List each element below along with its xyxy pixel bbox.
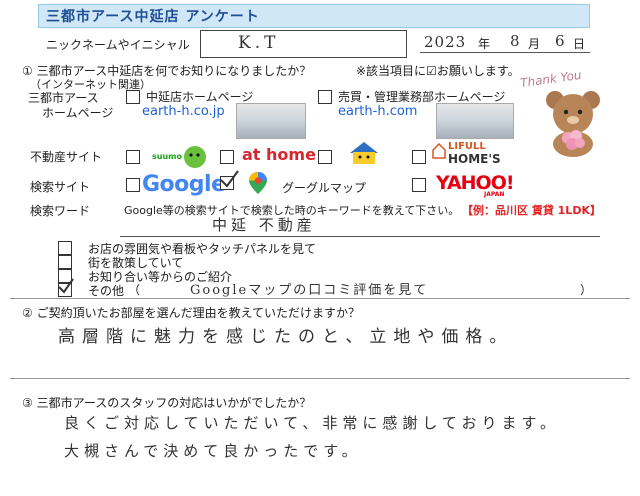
date-month-label: 月 [528, 37, 541, 51]
checkbox-suumo[interactable] [126, 150, 140, 164]
checkbox-google-maps[interactable] [220, 176, 234, 190]
q2-question: ② ご契約頂いたお部屋を選んだ理由を教えていただけますか？ [22, 306, 360, 320]
checkbox-referral[interactable] [58, 269, 72, 283]
keyword-value: 中延 不動産 [212, 216, 316, 234]
google-logo: Google [142, 172, 226, 197]
house-mascot-icon [350, 142, 378, 164]
sales-homepage-url: earth-h.com [338, 104, 418, 119]
date-day: 6 [555, 32, 569, 50]
q1-subtitle: （インターネット関連） [30, 78, 151, 91]
option-walking: 街を散策していて [88, 256, 184, 270]
checkbox-nakanobu-homepage[interactable] [126, 90, 140, 104]
checkbox-walking[interactable] [58, 255, 72, 269]
q2-answer: 高層階に魅力を感じたのと、立地や価格。 [58, 327, 514, 347]
checkbox-sales-homepage[interactable] [318, 90, 332, 104]
checkbox-athome[interactable] [220, 150, 234, 164]
survey-title: 三都市アース中延店 アンケート [46, 9, 260, 25]
suumo-mascot-icon [184, 146, 206, 168]
option-other: その他 [88, 284, 125, 298]
estate-sites-label: 不動産サイト [30, 150, 103, 164]
option-store-atmosphere: お店の雰囲気や看板やタッチパネルを見て [88, 242, 317, 256]
other-paren-close: ） [580, 283, 593, 297]
q3-answer-line1: 良くご対応していただいて、非常に感謝しております。 [64, 414, 560, 432]
nakanobu-homepage-label: 中延店ホームページ [146, 90, 254, 104]
q3-answer-line2: 大槻さんで決めて良かったです。 [64, 442, 362, 460]
q3-question: ③ 三都市アースのスタッフの対応はいかがでしたか？ [22, 396, 312, 410]
title-band [38, 4, 590, 28]
date-year-label: 年 [478, 37, 491, 51]
keyword-underline [120, 236, 600, 237]
lifull-logo-bottom: HOME'S [448, 152, 501, 166]
date-year: 2023 [424, 33, 467, 51]
checkbox-lifull[interactable] [412, 150, 426, 164]
date-month: 8 [510, 32, 524, 50]
bear-illustration [546, 91, 600, 157]
yahoo-japan-text: JAPAN [484, 191, 505, 198]
checkbox-ieiku[interactable] [318, 150, 332, 164]
other-checkmark-icon [58, 278, 74, 294]
keyword-label: 検索ワード [30, 204, 91, 218]
checkbox-google[interactable] [126, 178, 140, 192]
lifull-logo-top: LIFULL [448, 141, 486, 152]
nickname-box [200, 30, 407, 58]
search-sites-label: 検索サイト [30, 180, 91, 194]
other-value: Googleマップの口コミ評価を見て [190, 283, 429, 298]
athome-logo: at home [242, 145, 316, 164]
checkbox-store-atmosphere[interactable] [58, 241, 72, 255]
google-maps-pin-icon [249, 172, 267, 194]
checkmark-icon [220, 170, 239, 188]
sales-homepage-label: 売買・管理業務部ホームページ [338, 90, 506, 104]
q1-question: ① 三都市アース中延店を何でお知りになりましたか？ [22, 64, 312, 78]
date-day-label: 日 [573, 37, 586, 51]
nickname-value: K.T [238, 33, 280, 53]
home-label-line2: ホームページ [42, 106, 114, 120]
section-divider-2 [10, 378, 630, 379]
google-maps-label: グーグルマップ [282, 181, 367, 195]
suumo-logo: suumo [152, 152, 182, 161]
nakanobu-homepage-url: earth-h.co.jp [142, 104, 225, 119]
date-underline [420, 52, 590, 53]
q1-note: ※該当項目に☑お願いします。 [356, 64, 520, 78]
home-label-line1: 三都市アース [28, 91, 99, 105]
checkbox-yahoo[interactable] [412, 178, 426, 192]
nickname-label: ニックネームやイニシャル [46, 38, 190, 52]
option-referral: お知り合い等からのご紹介 [88, 270, 233, 284]
sales-homepage-thumbnail [436, 103, 514, 139]
lifull-house-icon [432, 143, 446, 159]
other-paren-open: （ [128, 283, 141, 297]
keyword-example: 【例：品川区 賃貸 1LDK】 [462, 204, 601, 217]
yahoo-logo: YAHOO! [436, 172, 515, 194]
section-divider-1 [10, 298, 630, 299]
nakanobu-homepage-thumbnail [236, 103, 306, 139]
keyword-description: Google等の検索サイトで検索した時のキーワードを教えて下さい。 [124, 204, 460, 217]
